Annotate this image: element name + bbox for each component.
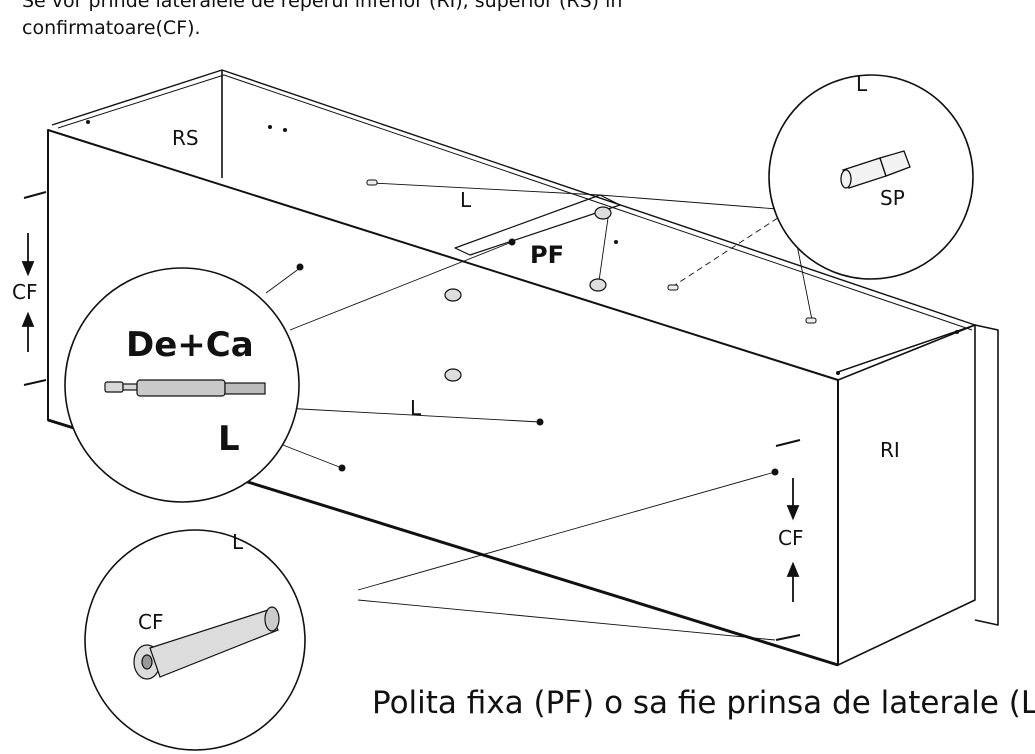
callout-de-ca-title: De+Ca [126,325,254,365]
fixed-shelf-pf [454,194,621,256]
callout-cf-part: CF [138,610,164,634]
confirmat-screw [133,606,280,680]
side-panel-ri [837,324,976,666]
label-l-top: L [460,188,472,212]
callout-cf-title: L [232,530,244,554]
label-cf-right: CF [778,526,804,550]
dowel-pin-sp [840,150,911,189]
back-panel-top-edge [57,74,973,331]
label-cf-left: CF [12,280,38,304]
callout-de-ca-part: L [218,419,240,459]
callout-sp-part: SP [880,186,905,210]
label-pf: PF [530,241,564,269]
label-rs: RS [172,126,199,150]
callout-sp-title: L [856,72,868,96]
intro-line-1: Se vor prinde lateralele de reperul infe… [22,0,623,12]
label-ri: RI [880,438,900,462]
connector-bolt-l [104,379,266,397]
intro-line-2: confirmatoare(CF). [22,17,201,39]
bottom-note: Polita fixa (PF) o sa fie prinsa de late… [372,685,1035,721]
label-l-mid: L [410,396,422,420]
